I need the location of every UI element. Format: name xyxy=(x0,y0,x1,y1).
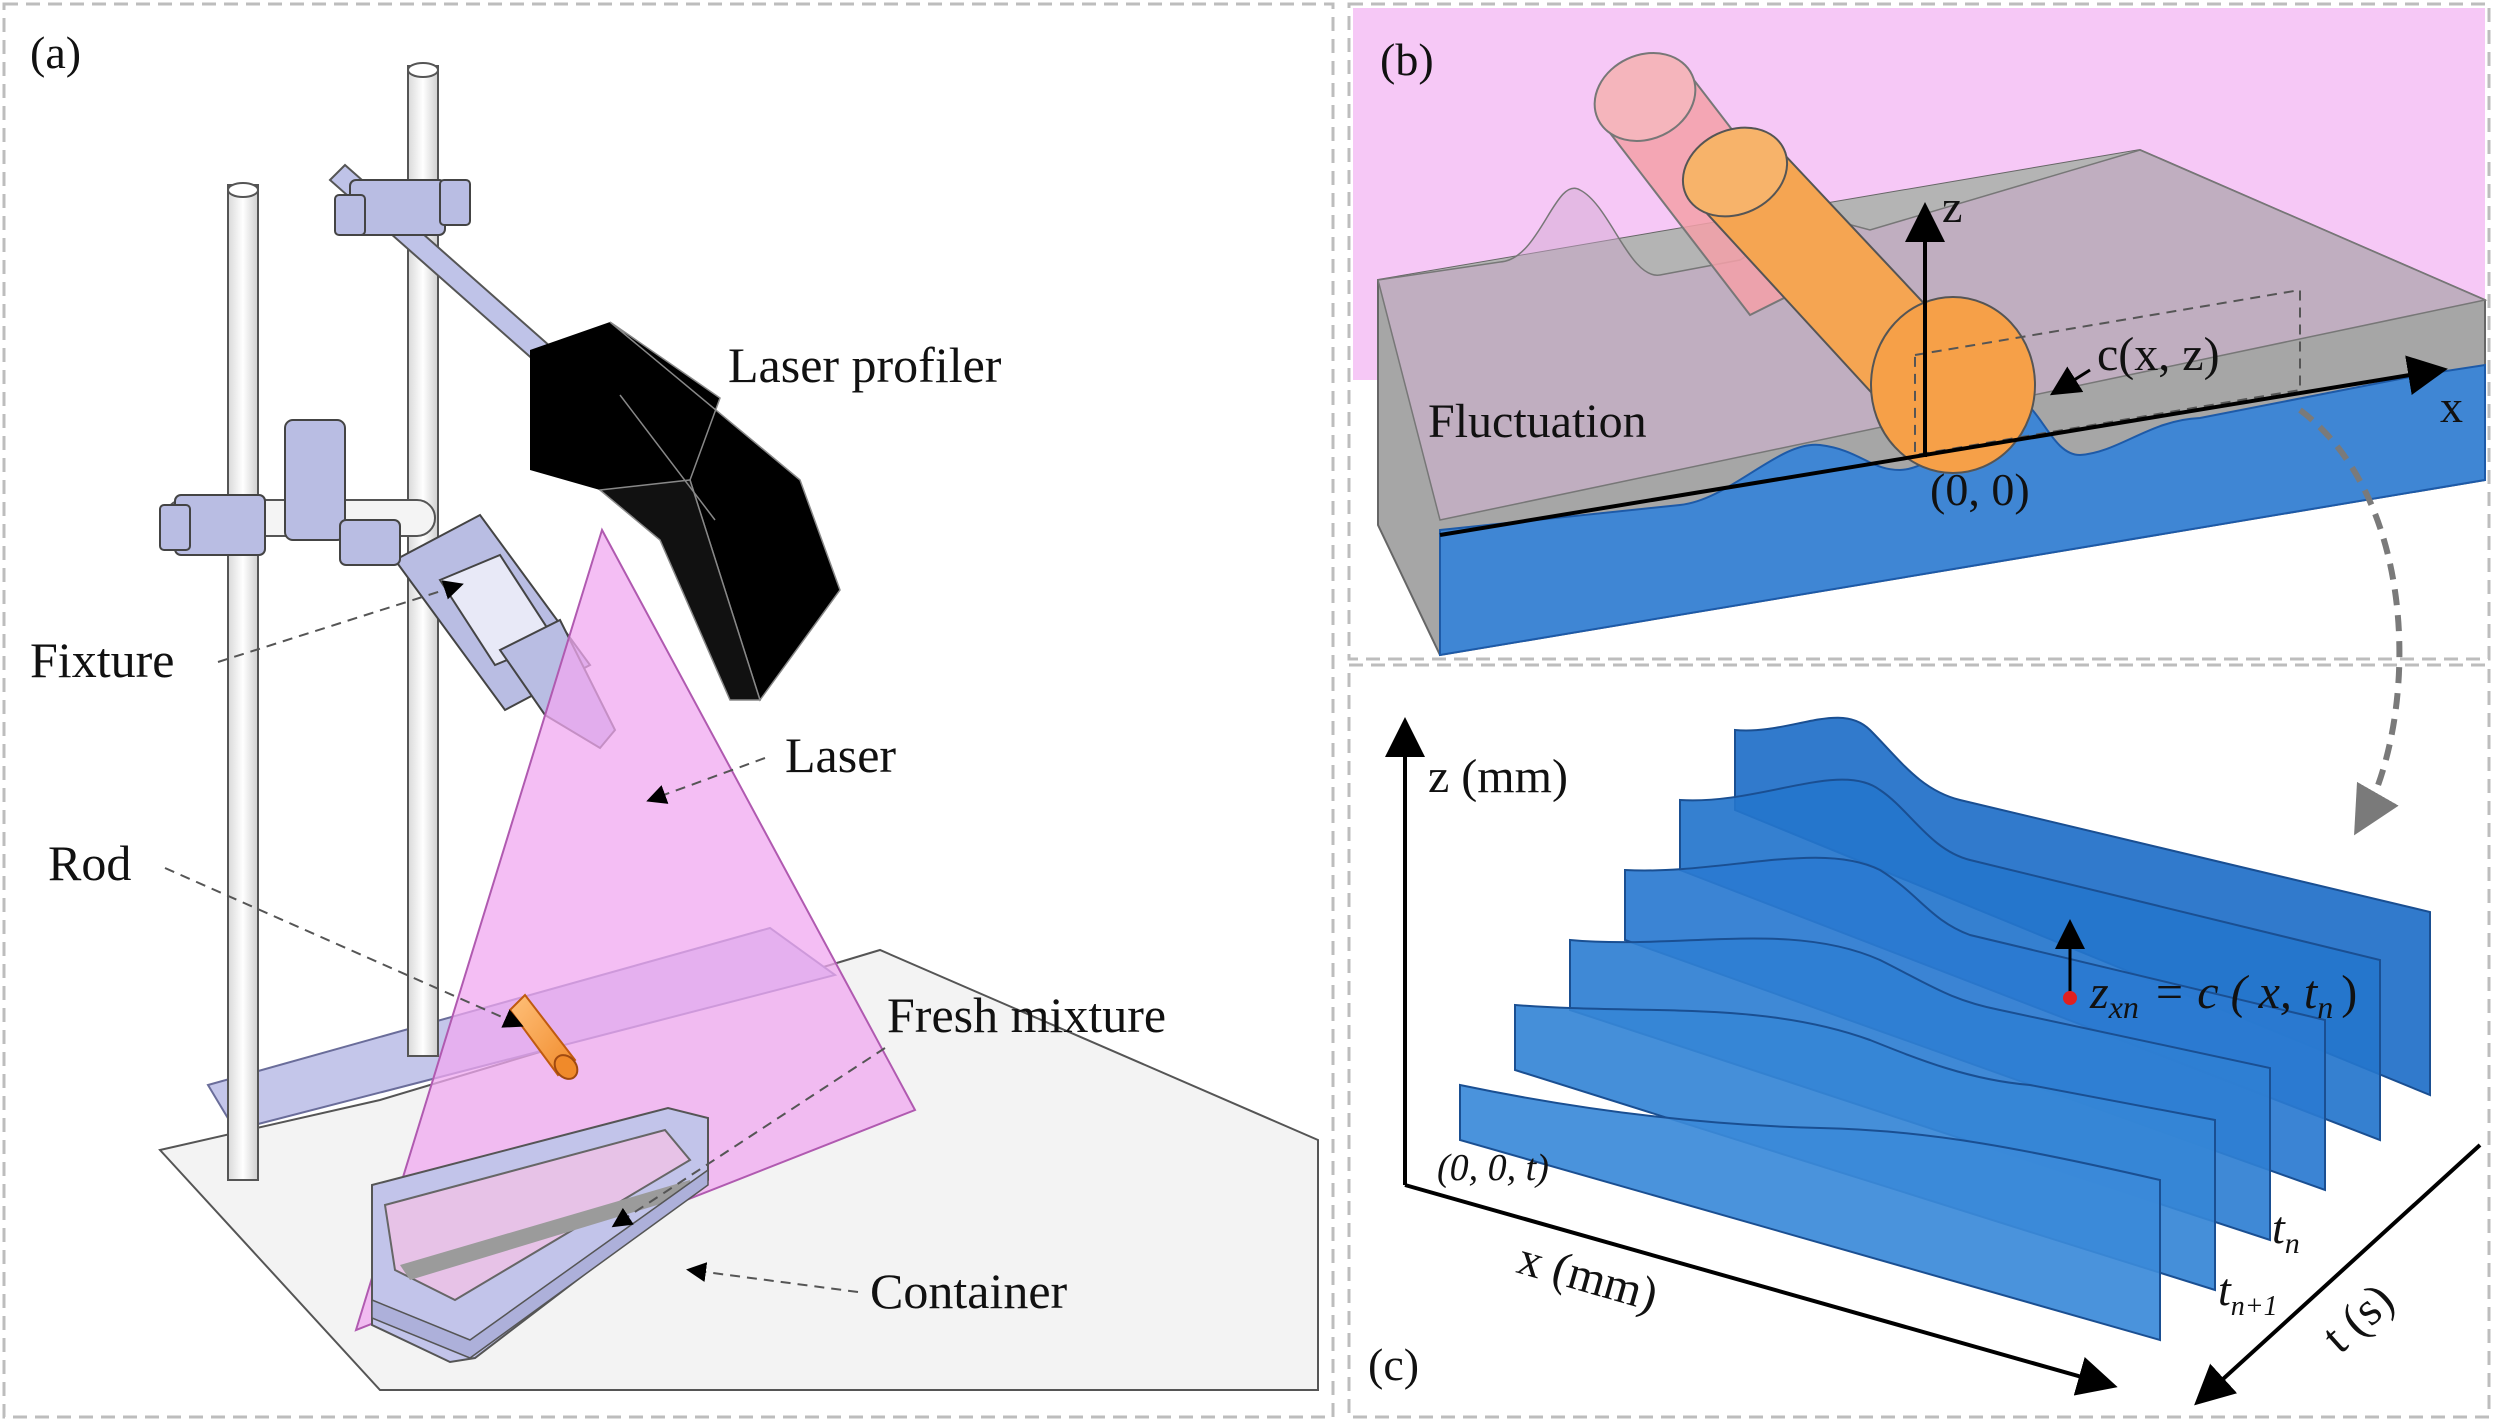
eq-rest-sub: n xyxy=(2317,989,2333,1025)
panel-c-tag: (c) xyxy=(1368,1339,1419,1390)
label-tn1: tn+1 xyxy=(2218,1264,2278,1322)
leader-laser xyxy=(646,757,766,804)
measure-box xyxy=(1914,288,2301,457)
leader-fixture xyxy=(217,580,464,663)
pole-left-cap xyxy=(227,182,259,198)
label-tn-sub: n xyxy=(2285,1227,2300,1260)
label-x-c: x (mm) xyxy=(1512,1232,1664,1322)
label-container: Container xyxy=(870,1263,1068,1319)
eq-lhs: z xyxy=(2089,966,2109,1019)
label-rod: Rod xyxy=(48,835,131,891)
label-tn1-base: t xyxy=(2218,1264,2232,1315)
eq-lhs-sub: xn xyxy=(2108,989,2139,1025)
lower-clamp xyxy=(159,419,346,556)
panel-a-tag: (a) xyxy=(30,27,81,78)
panel-b-tag: (b) xyxy=(1380,34,1434,85)
t-axis-c xyxy=(2194,1143,2482,1406)
pole-right-cap xyxy=(407,62,439,78)
panel-b-border xyxy=(1347,2,2491,661)
label-fresh-mixture: Fresh mixture xyxy=(887,987,1166,1043)
leader-rod xyxy=(164,867,524,1028)
eq-close: ) xyxy=(2341,966,2357,1019)
equation: zxn = c ( x, tn) xyxy=(2089,966,2357,1025)
eq-rest: = c ( x, t xyxy=(2153,966,2319,1019)
label-z-c: z (mm) xyxy=(1428,750,1568,803)
label-tn1-sub: n+1 xyxy=(2231,1291,2278,1322)
label-curve: c(x, z) xyxy=(2097,328,2220,381)
label-origin-b: (0, 0) xyxy=(1930,464,2030,515)
laser-profiler xyxy=(530,321,841,702)
panel-b: (b) z x c(x, z) Fluctuation (0, 0) xyxy=(1353,8,2488,657)
label-z-b: z xyxy=(1942,181,1962,232)
x-axis-b xyxy=(1439,355,2448,537)
label-fluctuation: Fluctuation xyxy=(1428,395,1647,448)
leader-container xyxy=(686,1262,859,1293)
label-origin-c: (0, 0, t) xyxy=(1437,1147,1549,1189)
profile-stack xyxy=(1459,716,2431,1342)
label-laser-profiler: Laser profiler xyxy=(728,337,1002,393)
container xyxy=(371,1106,709,1364)
leader-fresh-mixture xyxy=(611,1047,886,1228)
rod-main xyxy=(1681,126,2036,474)
x-axis-c xyxy=(1404,1183,2118,1396)
pole-left xyxy=(227,184,259,1181)
label-tn-base: t xyxy=(2272,1202,2286,1253)
upper-clamp xyxy=(334,179,471,236)
measure-point xyxy=(2063,991,2077,1005)
curve-pointer xyxy=(2049,366,2091,396)
rod xyxy=(508,993,579,1080)
label-x-b: x xyxy=(2440,381,2463,432)
label-tn: tn xyxy=(2272,1202,2300,1260)
panel-a-border xyxy=(2,2,1335,1419)
profile-sheet-6 xyxy=(1459,1083,2161,1342)
panel-c: (c) z (mm) x (mm) t (s) (0, 0, t) zxn= c… xyxy=(1368,716,2482,1406)
panel-a: (a) xyxy=(30,27,1319,1391)
b-to-c-arrow xyxy=(2298,407,2403,836)
label-laser: Laser xyxy=(785,727,896,783)
leader-lines xyxy=(164,580,886,1293)
label-fixture: Fixture xyxy=(30,632,174,688)
